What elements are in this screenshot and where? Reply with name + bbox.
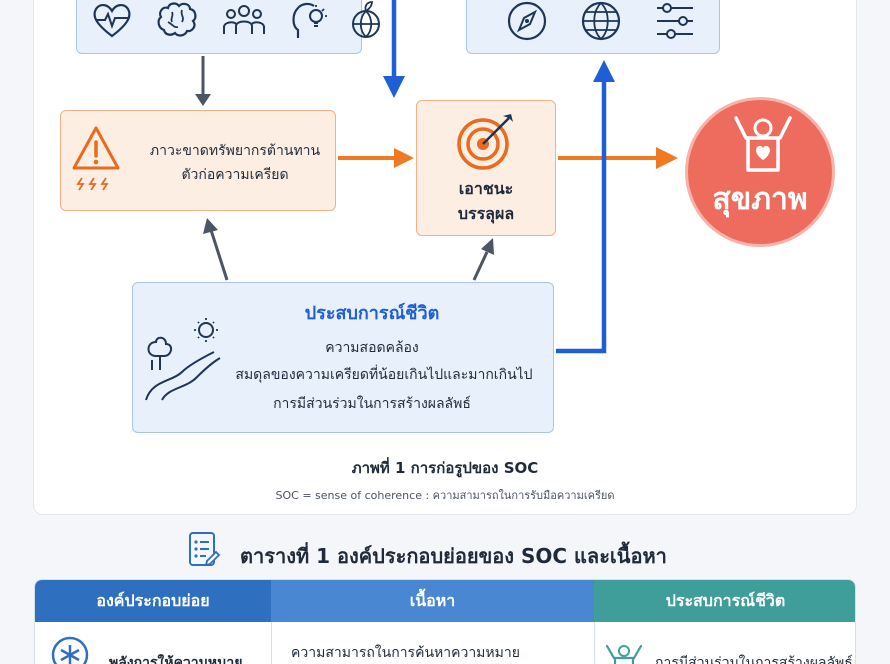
warning-icon	[72, 126, 120, 191]
person-heart-icon	[734, 116, 792, 172]
tools-icon-row	[505, 0, 697, 42]
figure-note: SOC = sense of coherence : ความสามารถในก…	[275, 489, 615, 502]
coping-line1: เอาชนะ	[458, 179, 514, 198]
table-divider	[271, 622, 272, 664]
arrowhead-blue-up	[593, 60, 615, 82]
brain-icon	[157, 2, 197, 37]
landscape-path-icon	[145, 318, 221, 401]
sliders-icon	[657, 3, 693, 39]
arrow-blue-up	[556, 80, 607, 354]
table-divider	[594, 622, 595, 664]
health-label: สุขภาพ	[712, 182, 808, 217]
arrowhead-blue-down	[383, 76, 405, 98]
table-header-content: เนื้อหา	[271, 580, 594, 622]
arrowhead-orange-left	[394, 148, 414, 168]
document-list-icon	[189, 532, 221, 567]
life-box-line2: สมดุลของความเครียดที่น้อยเกินไปและมากเกิ…	[235, 367, 533, 383]
stress-resource-deficit-box	[60, 110, 336, 211]
resources-icon-row	[90, 0, 384, 40]
arrow-life-to-coping	[472, 251, 489, 281]
health-circle: สุขภาพ	[685, 97, 835, 247]
table-title: ตารางที่ 1 องค์ประกอบย่อยของ SOC และเนื้…	[240, 544, 667, 568]
arrowhead-life-to-stress	[203, 218, 218, 234]
table-header-experience: ประสบการณ์ชีวิต	[594, 580, 855, 622]
stress-box-line2: ตัวก่อความเครียด	[181, 167, 289, 183]
life-box-line3: การมีส่วนร่วมในการสร้างผลลัพธ์	[273, 396, 471, 412]
arrowhead-life-to-coping	[481, 238, 494, 255]
globe-leaf-icon	[352, 1, 380, 39]
arrowhead-orange-right	[656, 147, 678, 169]
life-box-line1: ความสอดคล้อง	[325, 340, 419, 356]
table-header-component: องค์ประกอบย่อย	[35, 580, 271, 622]
coping-line2: บรรลุผล	[457, 204, 515, 223]
row1-content: ความสามารถในการค้นหาความหมาย	[291, 645, 520, 661]
people-group-icon	[223, 5, 265, 34]
asterisk-circle-icon	[51, 636, 89, 664]
row1-component: พลังการให้ความหมาย	[109, 655, 243, 664]
arrowhead-resources-to-stress	[195, 94, 211, 106]
heart-pulse-icon	[93, 4, 131, 38]
figure-caption: ภาพที่ 1 การก่อรูปของ SOC	[351, 459, 539, 477]
globe-icon	[581, 1, 621, 41]
soc-components-table: องค์ประกอบย่อย เนื้อหา ประสบการณ์ชีวิต พ…	[34, 579, 856, 664]
life-box-title: ประสบการณ์ชีวิต	[304, 303, 440, 324]
row1-experience: การมีส่วนร่วมในการสร้างผลลัพธ์	[655, 655, 853, 664]
person-cheer-icon	[605, 644, 643, 664]
stress-box-line1: ภาวะขาดทรัพยากรต้านทาน	[149, 143, 321, 159]
head-idea-icon	[292, 2, 327, 38]
target-icon	[457, 114, 513, 170]
arrow-life-to-stress	[209, 229, 229, 281]
compass-icon	[507, 1, 547, 41]
